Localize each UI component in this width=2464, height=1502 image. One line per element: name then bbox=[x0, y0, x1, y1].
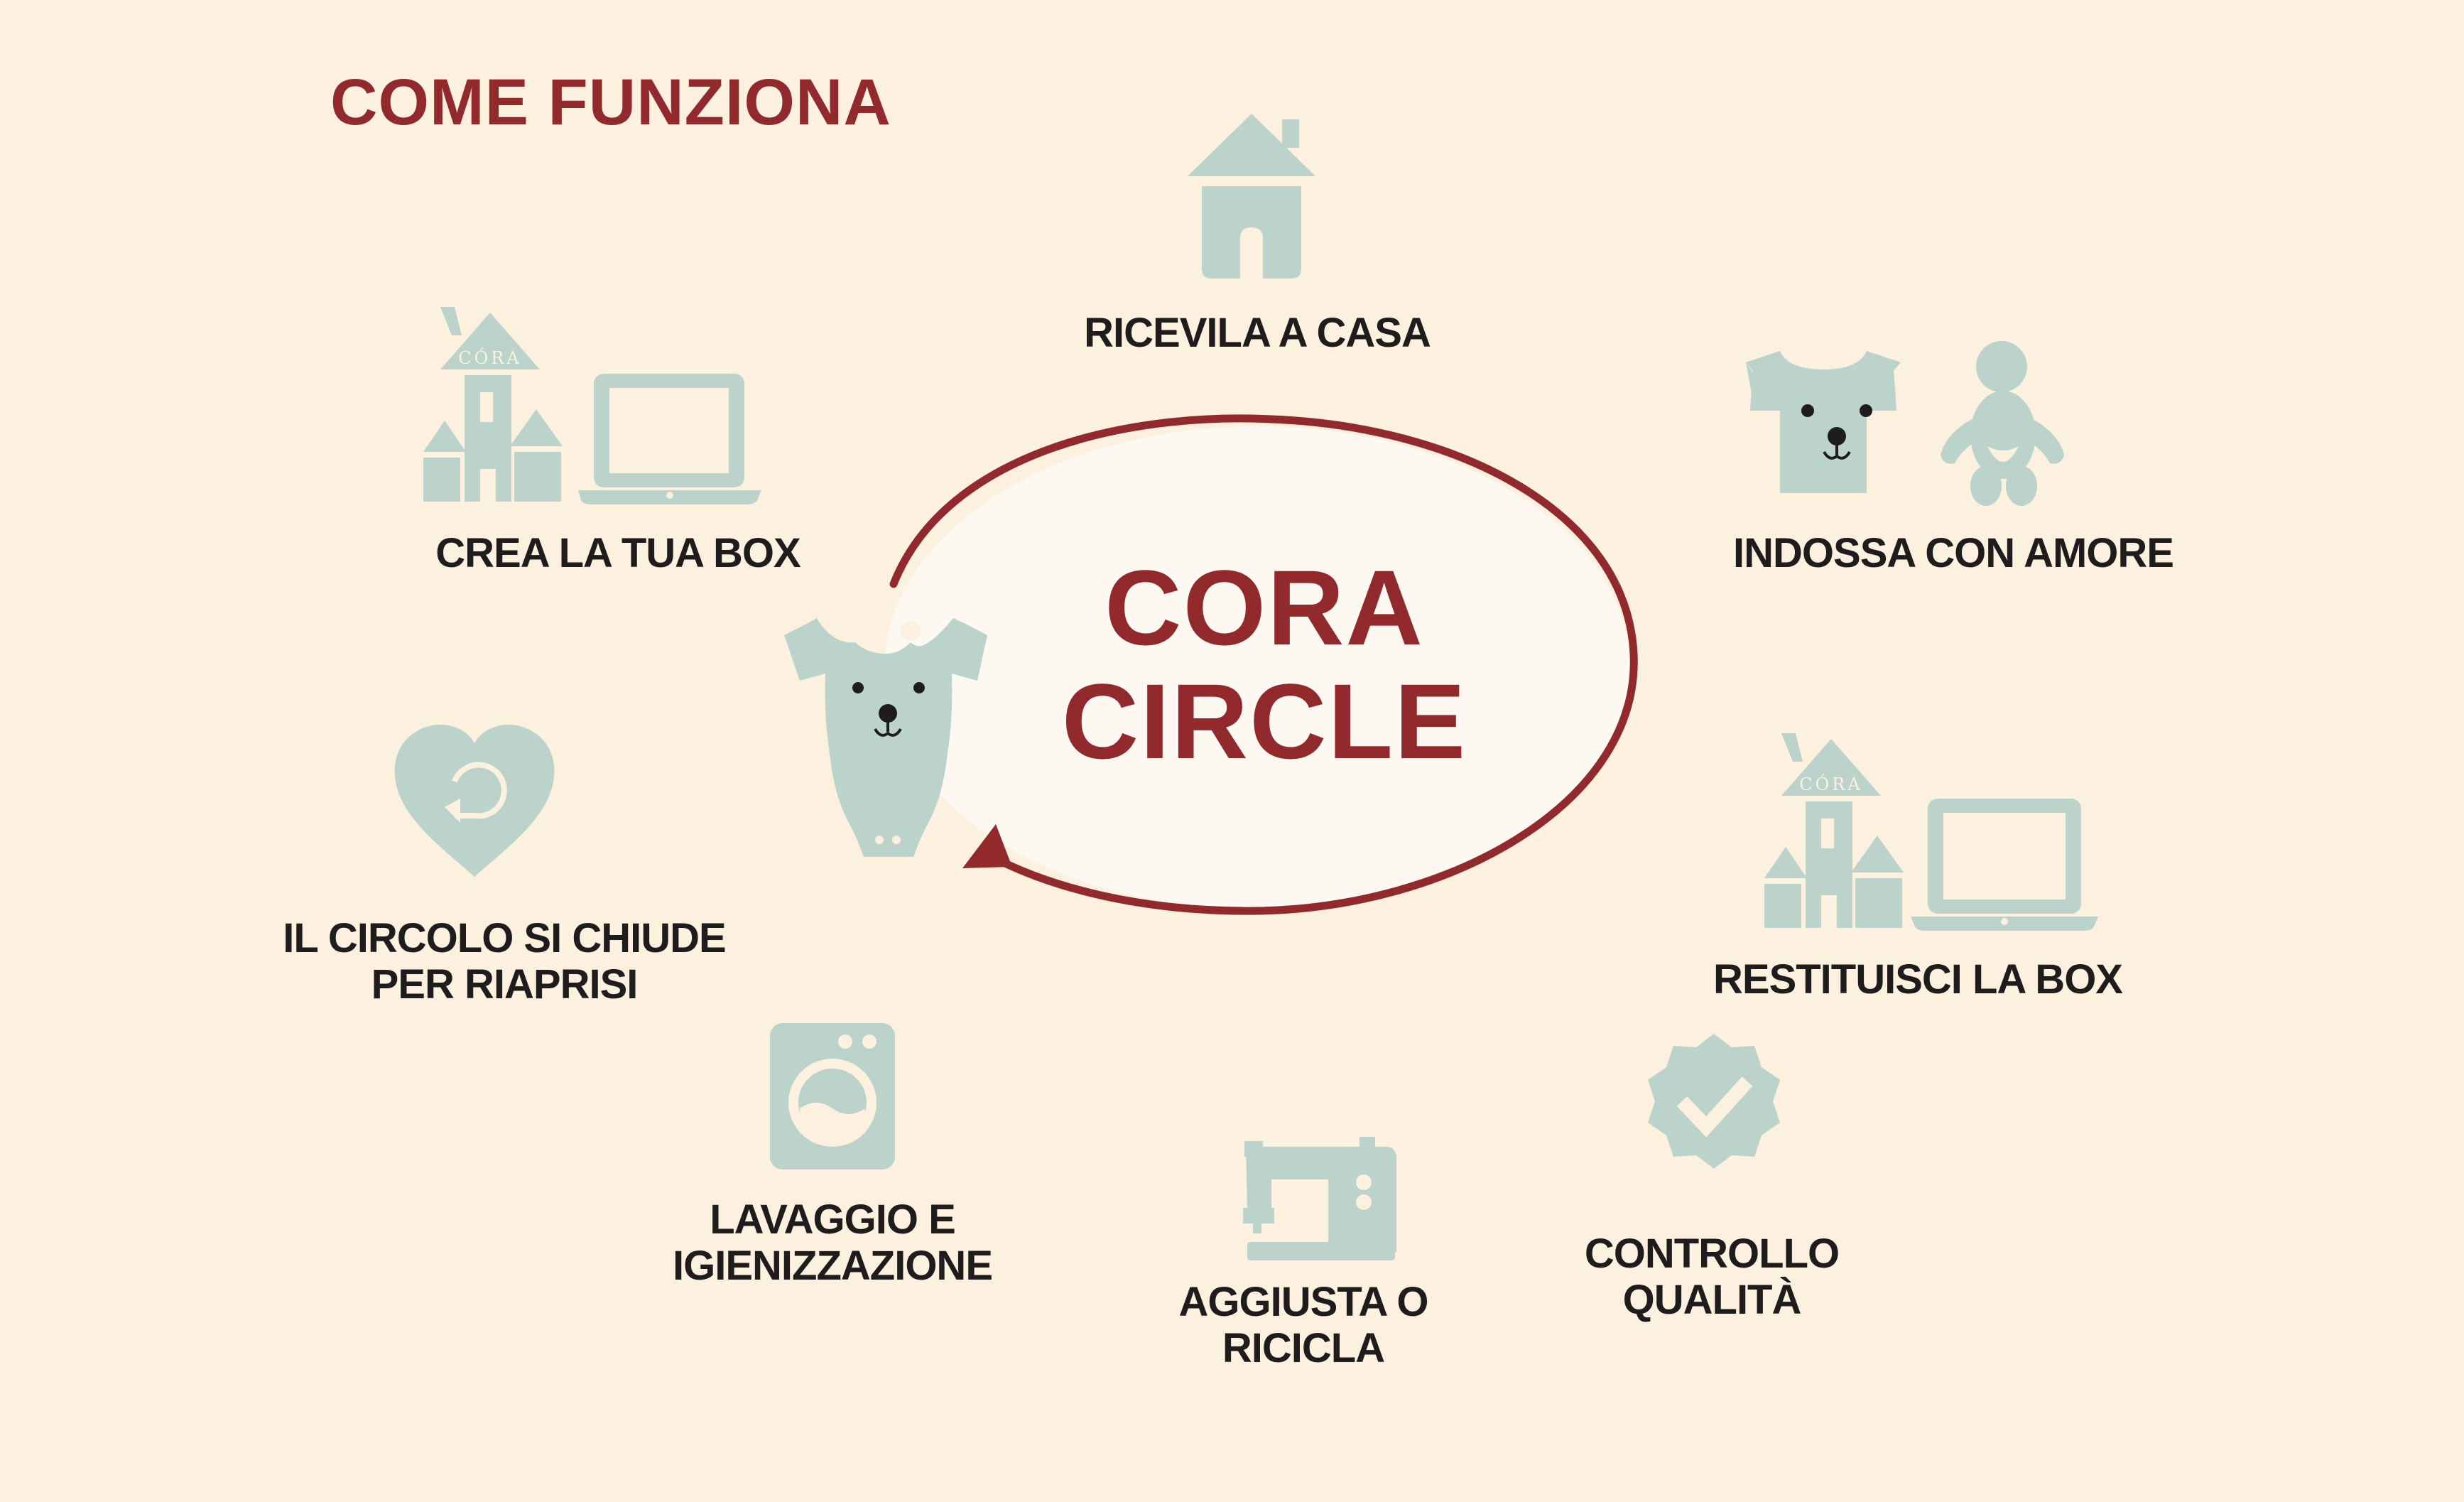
sewing-machine-icon bbox=[1243, 1137, 1396, 1260]
center-label-line2: CIRCLE bbox=[1061, 661, 1467, 781]
castle-icon: CÓRA bbox=[1764, 733, 1904, 928]
cycle-arrow-icon bbox=[889, 414, 1638, 915]
baby-icon bbox=[1941, 341, 2064, 506]
center-label-line1: CORA bbox=[1105, 548, 1424, 667]
step-circolo-label: IL CIRCOLO SI CHIUDE PER RIAPRISI bbox=[270, 915, 739, 1007]
step-circolo-line2: PER RIAPRISI bbox=[371, 961, 639, 1007]
page-title: COME FUNZIONA bbox=[330, 66, 891, 139]
step-indossa-label: INDOSSA CON AMORE bbox=[1733, 530, 2174, 576]
castle-icon: CÓRA bbox=[423, 307, 563, 502]
step-ricevi-label: RICEVILA A CASA bbox=[1084, 310, 1431, 356]
washing-machine-icon bbox=[770, 1023, 895, 1169]
tshirt-bear-icon bbox=[1746, 351, 1901, 493]
house-icon bbox=[1188, 114, 1315, 279]
step-lavaggio-line1: LAVAGGIO E bbox=[710, 1196, 956, 1243]
step-controllo-line2: QUALITÀ bbox=[1622, 1277, 1802, 1323]
center-circle bbox=[884, 426, 1630, 909]
step-lavaggio-label: LAVAGGIO E IGIENIZZAZIONE bbox=[639, 1196, 1026, 1289]
laptop-icon bbox=[1911, 799, 2098, 931]
bodysuit-bear-icon bbox=[784, 618, 987, 857]
step-crea-label: CREA LA TUA BOX bbox=[435, 530, 800, 576]
quality-badge-icon bbox=[1648, 1034, 1780, 1169]
step-aggiusta-label: AGGIUSTA O RICICLA bbox=[1136, 1279, 1470, 1371]
heart-recycle-icon bbox=[394, 724, 555, 877]
center-label: CORA CIRCLE bbox=[1051, 551, 1477, 778]
step-lavaggio-line2: IGIENIZZAZIONE bbox=[673, 1243, 993, 1289]
step-aggiusta-line1: AGGIUSTA O bbox=[1178, 1279, 1429, 1325]
step-circolo-line1: IL CIRCOLO SI CHIUDE bbox=[283, 915, 726, 961]
step-controllo-label: CONTROLLO QUALITÀ bbox=[1548, 1231, 1875, 1323]
svg-text:CÓRA: CÓRA bbox=[458, 347, 521, 368]
laptop-icon bbox=[578, 374, 761, 504]
step-aggiusta-line2: RICICLA bbox=[1222, 1325, 1385, 1371]
step-restituisci-label: RESTITUISCI LA BOX bbox=[1713, 956, 2123, 1003]
step-controllo-line1: CONTROLLO bbox=[1584, 1231, 1840, 1277]
svg-text:CÓRA: CÓRA bbox=[1799, 774, 1862, 794]
